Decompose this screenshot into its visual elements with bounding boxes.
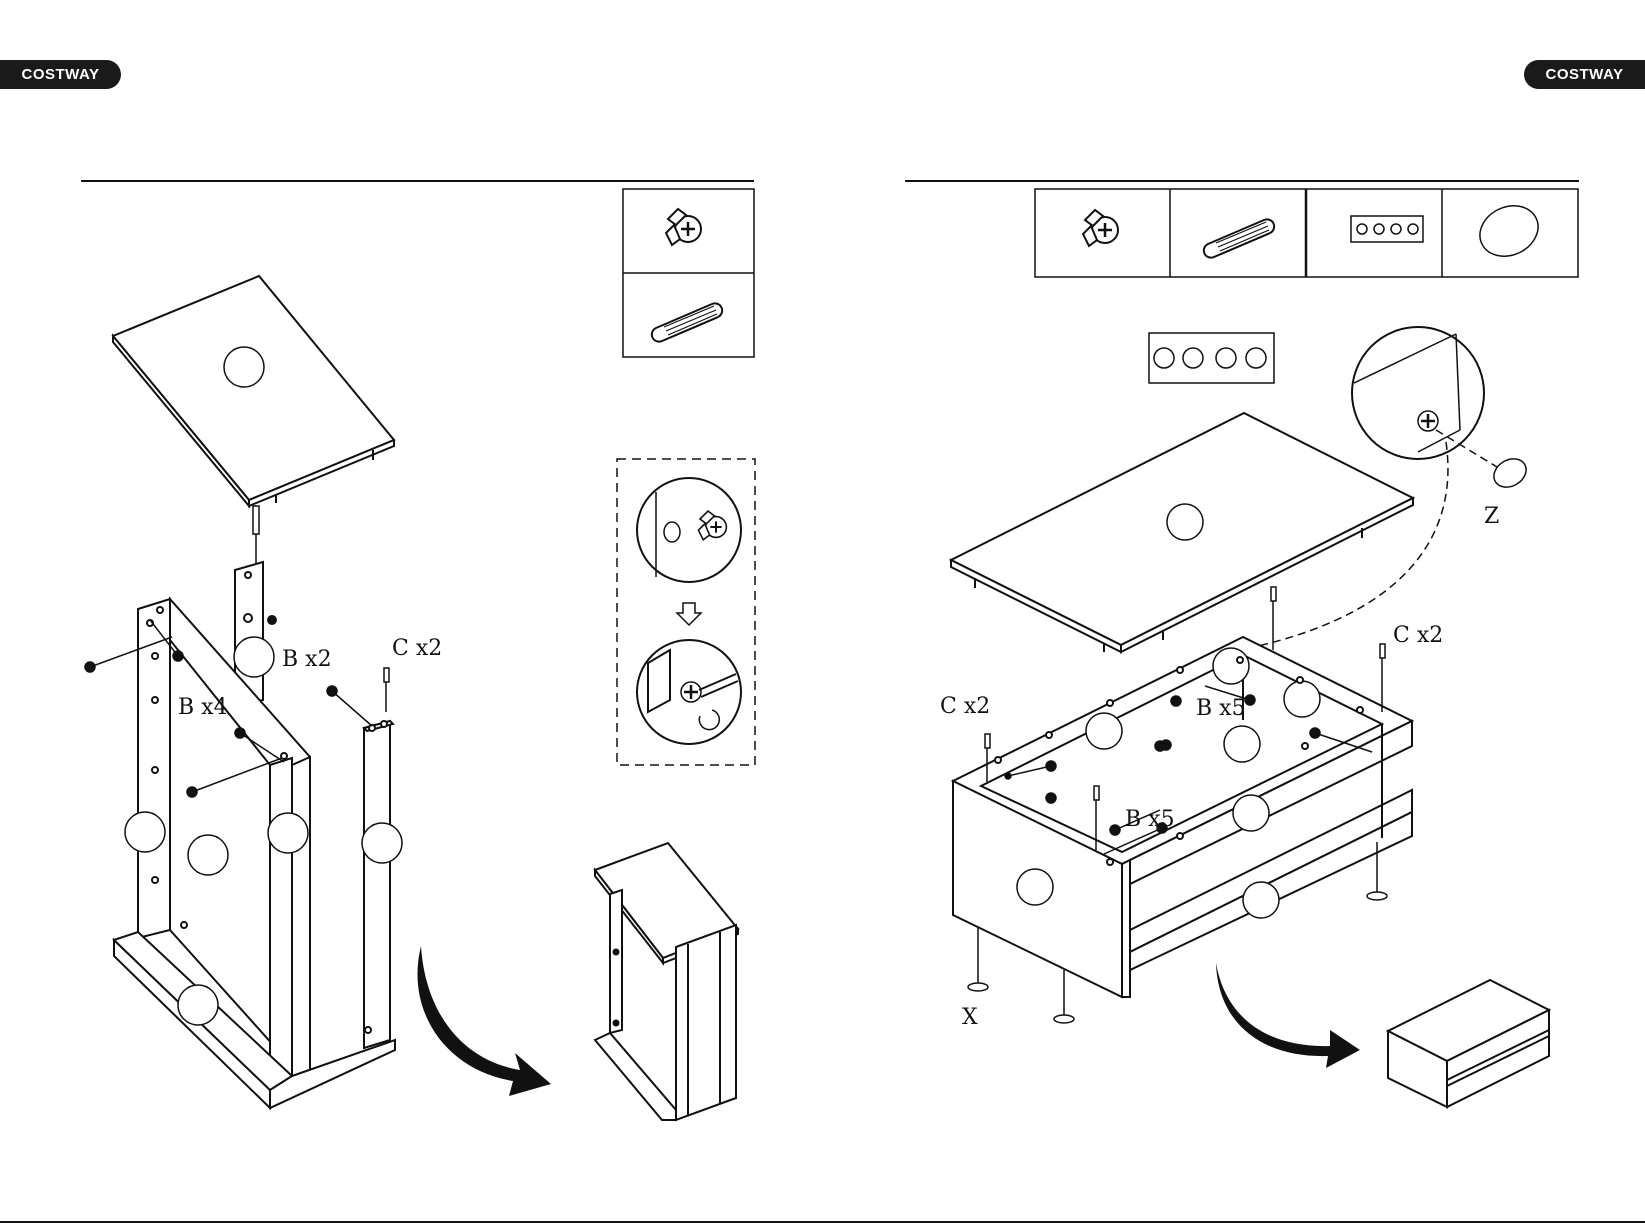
dowel-icon <box>1204 219 1274 257</box>
assembled-side-table <box>595 843 738 1120</box>
label-c-x2-right-left: C x2 <box>940 694 990 719</box>
label-x: X <box>962 1005 978 1030</box>
dowel-icon <box>652 303 722 341</box>
curved-arrow-icon <box>417 946 551 1096</box>
label-c-x2-left: C x2 <box>392 636 442 661</box>
front-rail-panel <box>362 721 402 1048</box>
cover-cap-strip-icon <box>1351 216 1423 242</box>
top-board-panel <box>113 276 394 506</box>
assembled-tv-stand <box>1388 980 1549 1107</box>
label-b-x5-upper: B x5 <box>1196 696 1246 721</box>
tv-stand-top-board <box>951 413 1413 652</box>
label-b-x2: B x2 <box>282 647 332 672</box>
page-bottom-rule <box>0 1221 1645 1223</box>
down-arrow-icon <box>677 603 701 625</box>
left-hardware-table <box>623 189 754 357</box>
c-dowel-left-step <box>384 668 389 712</box>
label-z: Z <box>1484 504 1499 529</box>
label-b-x4: B x4 <box>178 695 228 720</box>
cam-lock-icon <box>666 209 701 245</box>
label-b-x5-lower: B x5 <box>1125 807 1175 832</box>
right-hardware-table <box>1035 189 1578 277</box>
cover-cap-strip <box>1149 333 1274 383</box>
vertical-dowel <box>253 506 259 565</box>
cover-cap-icon <box>1472 197 1547 266</box>
tv-stand-carcass <box>953 637 1412 997</box>
cam-lock-icon <box>1083 210 1118 246</box>
curved-arrow-icon <box>1216 963 1360 1068</box>
label-c-x2-right-right: C x2 <box>1393 623 1443 648</box>
cam-lock-detail-box <box>617 459 755 765</box>
